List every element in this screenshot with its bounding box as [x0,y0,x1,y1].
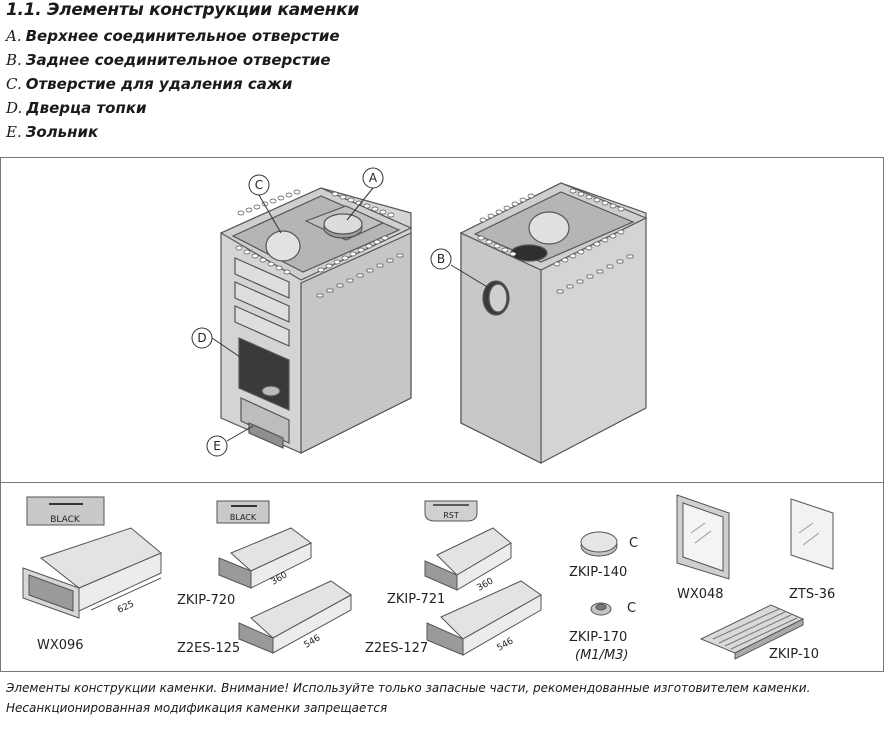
part-mark: C [627,601,636,616]
badge-label: BLACK [50,515,81,525]
stove-illustration: C A D E B [191,167,648,464]
parts-legend: A.Верхнее соединительное отверстие B.Зад… [6,27,340,147]
legend-letter: B. [6,51,22,69]
part-code: ZKIP-170 [569,630,627,645]
part-zkip721: RST 360 ZKIP-721 [387,500,512,607]
part-code: ZKIP-10 [769,647,819,662]
section-title: 1.1. Элементы конструкции каменки [6,0,360,20]
part-zkip720: BLACK 360 ZKIP-720 [177,500,312,608]
callout-d-label: D [197,331,206,345]
legend-text: Зольник [25,123,99,141]
part-zkip170: C ZKIP-170 (M1/M3) [569,601,636,663]
part-zts36: ZTS-36 [789,498,835,602]
legend-letter: D. [6,99,23,117]
spare-parts-illustration: BLACK 625 WX096 BLACK 360 ZKIP-720 [22,494,835,663]
badge-label: RST [443,511,459,520]
callout-a-label: A [369,171,378,185]
footer-line-2: Несанкционированная модификация каменки … [6,701,388,715]
badge-black-large: BLACK [26,496,105,526]
part-code: WX096 [37,638,84,653]
stove-rear-view [459,182,648,464]
footer-line-1: Элементы конструкции каменки. Внимание! … [6,681,811,695]
legend-item-d: D.Дверца топки [6,99,340,123]
spare-parts-panel: BLACK 625 WX096 BLACK 360 ZKIP-720 [0,482,884,672]
callout-d: D [191,327,250,364]
legend-item-a: A.Верхнее соединительное отверстие [6,27,340,51]
legend-item-e: E.Зольник [6,123,340,147]
dimension-label: 625 [116,599,136,615]
callout-c-label: C [255,178,263,192]
callout-e-label: E [213,439,221,453]
legend-text: Заднее соединительное отверстие [25,51,331,69]
part-code: Z2ES-125 [177,641,240,656]
badge-black-small: BLACK [216,500,270,524]
part-zkip140: C ZKIP-140 [569,531,638,580]
legend-letter: E. [6,123,22,141]
part-code: WX048 [677,587,724,602]
part-z2es127: 546 Z2ES-127 [365,580,542,656]
callout-b: B [430,248,490,289]
part-mark: C [629,536,638,551]
part-note: (M1/M3) [575,648,629,663]
legend-item-c: C.Отверстие для удаления сажи [6,75,340,99]
part-code: ZTS-36 [789,587,835,602]
part-z2es125: 546 Z2ES-125 [177,580,352,656]
stove-illustration-panel: C A D E B [0,157,884,483]
footer-caption: Элементы конструкции каменки. Внимание! … [6,678,810,718]
legend-text: Верхнее соединительное отверстие [25,27,340,45]
callout-c: C [248,174,282,234]
legend-letter: C. [6,75,22,93]
badge-label: BLACK [230,513,257,522]
part-code: ZKIP-720 [177,593,235,608]
dimension-label: 360 [476,576,496,593]
part-zkip10: ZKIP-10 [699,604,819,662]
dimension-label: 546 [496,636,516,653]
part-code: Z2ES-127 [365,641,428,656]
dimension-label: 546 [303,633,323,650]
legend-letter: A. [6,27,22,45]
part-wx096: BLACK 625 WX096 [22,496,162,653]
stove-front-view [219,187,413,454]
callout-e: E [206,425,254,457]
part-code: ZKIP-721 [387,592,445,607]
callout-b-label: B [437,252,445,266]
badge-rst: RST [424,500,478,522]
part-wx048: WX048 [676,494,730,602]
callout-a: A [346,167,384,221]
legend-text: Дверца топки [26,99,147,117]
legend-item-b: B.Заднее соединительное отверстие [6,51,340,75]
legend-text: Отверстие для удаления сажи [25,75,293,93]
part-code: ZKIP-140 [569,565,627,580]
